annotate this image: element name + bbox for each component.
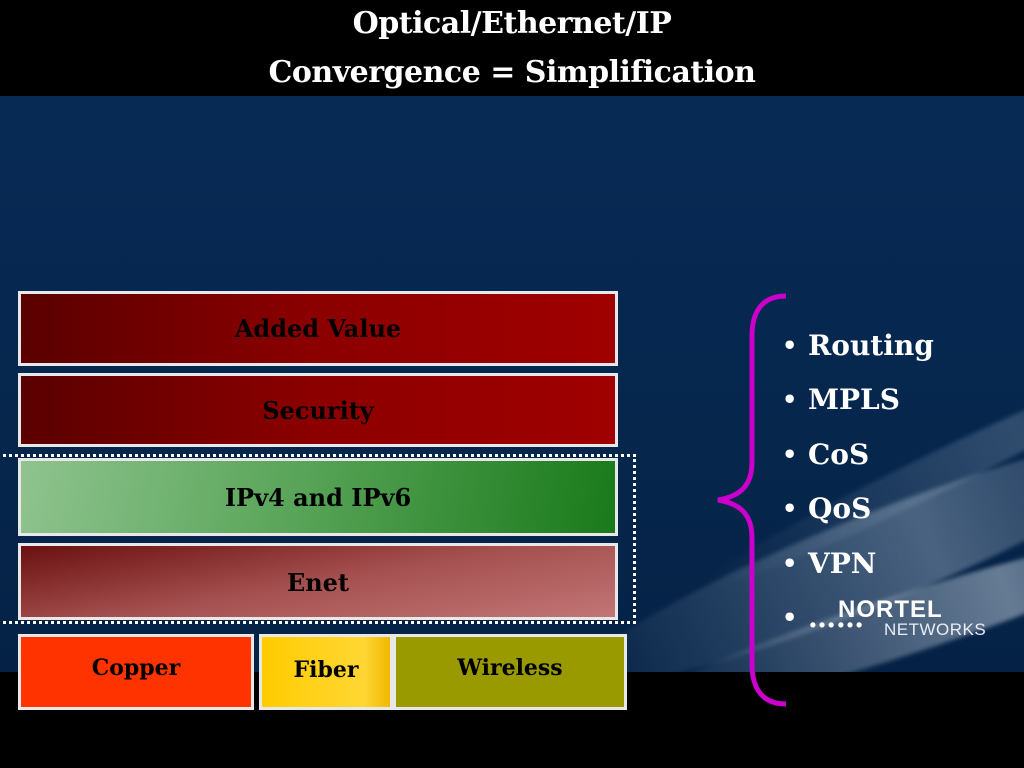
brace-path <box>717 293 787 707</box>
service-cos: CoS <box>808 437 870 471</box>
title-band <box>0 0 1024 96</box>
service-mpls: MPLS <box>808 383 900 417</box>
slide-title-line2: Convergence = Simplification <box>268 55 756 90</box>
list-item: •QoS <box>782 492 872 526</box>
fiber-label: Fiber <box>293 657 359 683</box>
wireless-label: Wireless <box>457 655 563 681</box>
list-item: •…… <box>782 601 864 635</box>
slide-title-line1: Optical/Ethernet/IP <box>352 6 672 41</box>
enet-layer: Enet <box>18 543 618 620</box>
service-vpn: VPN <box>808 546 877 580</box>
security-label: Security <box>262 396 374 425</box>
list-item: •VPN <box>782 546 877 580</box>
nortel-logo: NORTEL NETWORKS <box>838 596 986 640</box>
added-value-layer: Added Value <box>18 291 618 366</box>
services-list: •Routing •MPLS •CoS •QoS •VPN •…… <box>782 318 934 645</box>
ip-layer: IPv4 and IPv6 <box>18 458 618 536</box>
dotted-selection-box <box>0 454 636 624</box>
list-item: •MPLS <box>782 383 900 417</box>
logo-sub: NETWORKS <box>884 620 987 639</box>
added-value-label: Added Value <box>234 314 402 343</box>
wireless-box: Wireless <box>393 634 627 710</box>
service-more: …… <box>808 601 864 635</box>
copper-label: Copper <box>91 655 181 681</box>
fiber-box: Fiber <box>259 634 393 710</box>
service-routing: Routing <box>808 328 934 362</box>
list-item: •Routing <box>782 328 934 362</box>
security-layer: Security <box>18 373 618 447</box>
logo-name: NORTEL <box>838 596 943 623</box>
curly-brace <box>717 293 787 707</box>
ip-layer-label: IPv4 and IPv6 <box>224 483 412 512</box>
copper-box: Copper <box>18 634 254 710</box>
service-qos: QoS <box>808 492 872 526</box>
enet-label: Enet <box>286 568 350 597</box>
list-item: •CoS <box>782 437 870 471</box>
